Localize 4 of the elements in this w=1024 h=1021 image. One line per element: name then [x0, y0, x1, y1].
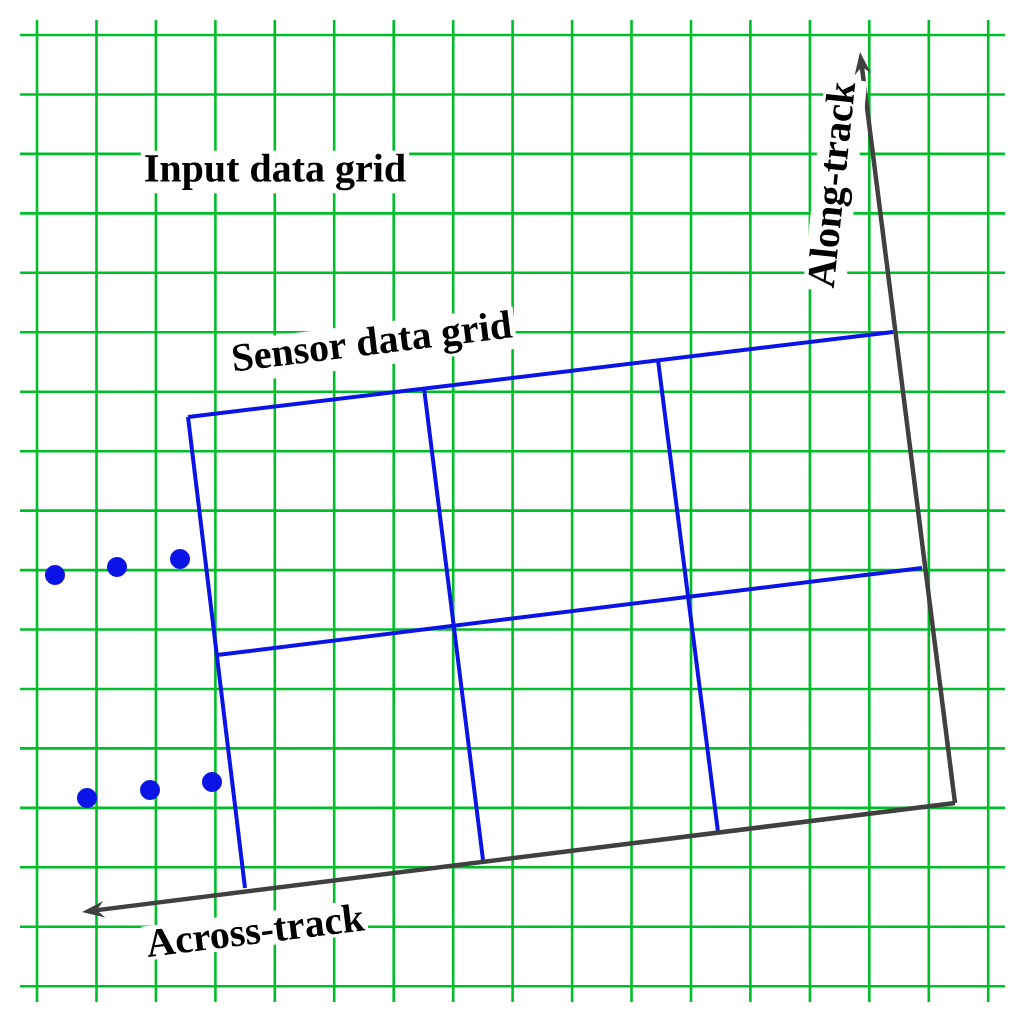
axis-label: Along-track — [802, 77, 868, 293]
axis-label: Across-track — [141, 899, 369, 961]
grid-label: Input data grid — [140, 150, 410, 194]
grid-label: Sensor data grid — [226, 306, 518, 384]
